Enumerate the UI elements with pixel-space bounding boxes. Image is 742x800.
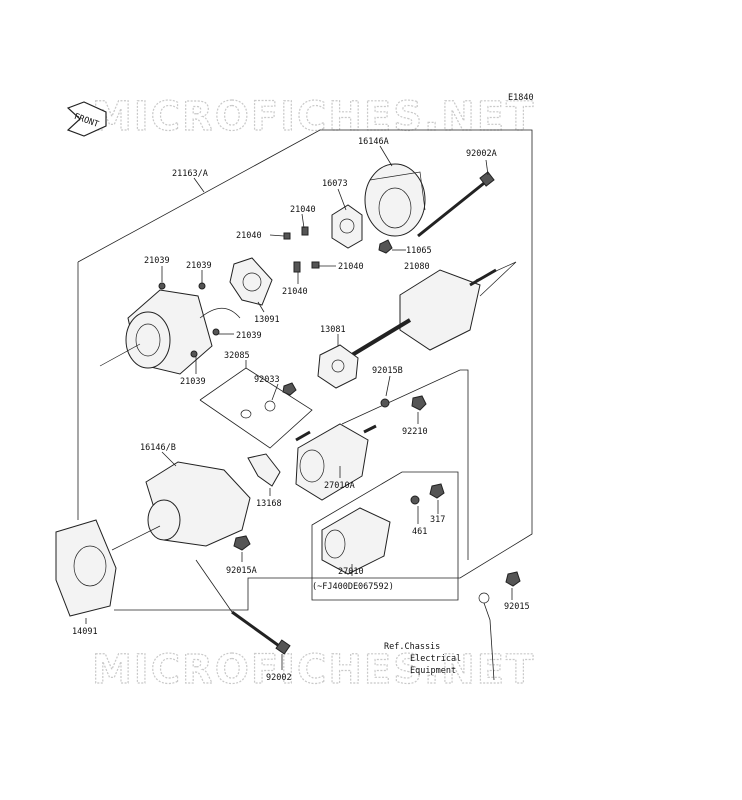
label-32085: 32085 xyxy=(224,351,250,361)
pinion-13081 xyxy=(317,344,359,389)
nut-317-icon xyxy=(429,483,445,499)
armature-21080 xyxy=(350,261,517,357)
brush-holder-13091 xyxy=(229,257,273,306)
assembly-outline xyxy=(77,129,533,611)
spring-icon xyxy=(293,261,301,273)
label-21039-b: 21039 xyxy=(186,261,212,271)
solenoid-box xyxy=(311,471,459,601)
solenoid-27010A xyxy=(295,423,377,501)
cable-92015 xyxy=(478,571,521,681)
front-housing-16146B xyxy=(111,461,251,551)
solenoid-27010 xyxy=(321,507,391,575)
leader-lines xyxy=(85,145,513,670)
label-21163A: 21163/A xyxy=(172,169,208,179)
label-21040-c: 21040 xyxy=(338,262,364,272)
bolt-92002A xyxy=(417,171,495,238)
ref-line-2: Electrical xyxy=(410,654,461,664)
lever-13168 xyxy=(247,453,281,487)
watermark-top: MICROFICHES.NET xyxy=(92,94,535,140)
ref-line-3: Equipment xyxy=(410,666,456,676)
label-21039-d: 21039 xyxy=(180,377,206,387)
spring-icon xyxy=(301,226,309,236)
screw-icon xyxy=(158,282,166,290)
end-cover-16146A xyxy=(364,163,426,237)
label-27010A: 27010A xyxy=(324,481,355,491)
screw-icon xyxy=(212,328,220,336)
diagram-code: E1840 xyxy=(508,93,534,103)
label-21039-a: 21039 xyxy=(144,256,170,266)
label-21040-a: 21040 xyxy=(290,205,316,215)
screw-icon xyxy=(190,350,198,358)
ref-line-1: Ref.Chassis xyxy=(384,642,440,652)
label-92210: 92210 xyxy=(402,427,428,437)
nut-92210-icon xyxy=(411,395,427,411)
label-16146B: 16146/B xyxy=(140,443,176,453)
label-14091: 14091 xyxy=(72,627,98,637)
label-11065: 11065 xyxy=(406,246,432,256)
brush-icon xyxy=(283,232,291,240)
label-21040-b: 21040 xyxy=(236,231,262,241)
label-27010: 27010 xyxy=(338,567,364,577)
label-92002: 92002 xyxy=(266,673,292,683)
label-461: 461 xyxy=(412,527,427,537)
cover-14091 xyxy=(55,519,117,617)
label-21039-c: 21039 xyxy=(236,331,262,341)
label-fj-serial: (~FJ400DE067592) xyxy=(312,582,394,592)
label-92015A: 92015A xyxy=(226,566,257,576)
label-21040-d: 21040 xyxy=(282,287,308,297)
label-92015: 92015 xyxy=(504,602,530,612)
nut-icon xyxy=(282,382,297,396)
label-92033: 92033 xyxy=(254,375,280,385)
washer-461-icon xyxy=(410,495,420,505)
label-317: 317 xyxy=(430,515,445,525)
label-13081: 13081 xyxy=(320,325,346,335)
label-16146A: 16146A xyxy=(358,137,389,147)
label-92015B: 92015B xyxy=(372,366,403,376)
ring-icon xyxy=(240,409,252,419)
label-21080: 21080 xyxy=(404,262,430,272)
label-13168: 13168 xyxy=(256,499,282,509)
washer-92015B-icon xyxy=(380,398,390,408)
bolt-92002 xyxy=(195,559,291,655)
washer-icon xyxy=(264,400,276,412)
kit-outline xyxy=(199,367,313,449)
label-13091: 13091 xyxy=(254,315,280,325)
nut-92015A-icon xyxy=(233,535,251,551)
nut-11065 xyxy=(378,239,393,254)
label-92002A: 92002A xyxy=(466,149,497,159)
front-arrow-icon: FRONT xyxy=(66,101,107,137)
brush-icon xyxy=(311,261,320,269)
leader-right xyxy=(341,369,469,560)
watermark-bottom: MICROFICHES.NET xyxy=(92,647,535,693)
label-16073: 16073 xyxy=(322,179,348,189)
plate-16073 xyxy=(331,204,363,249)
